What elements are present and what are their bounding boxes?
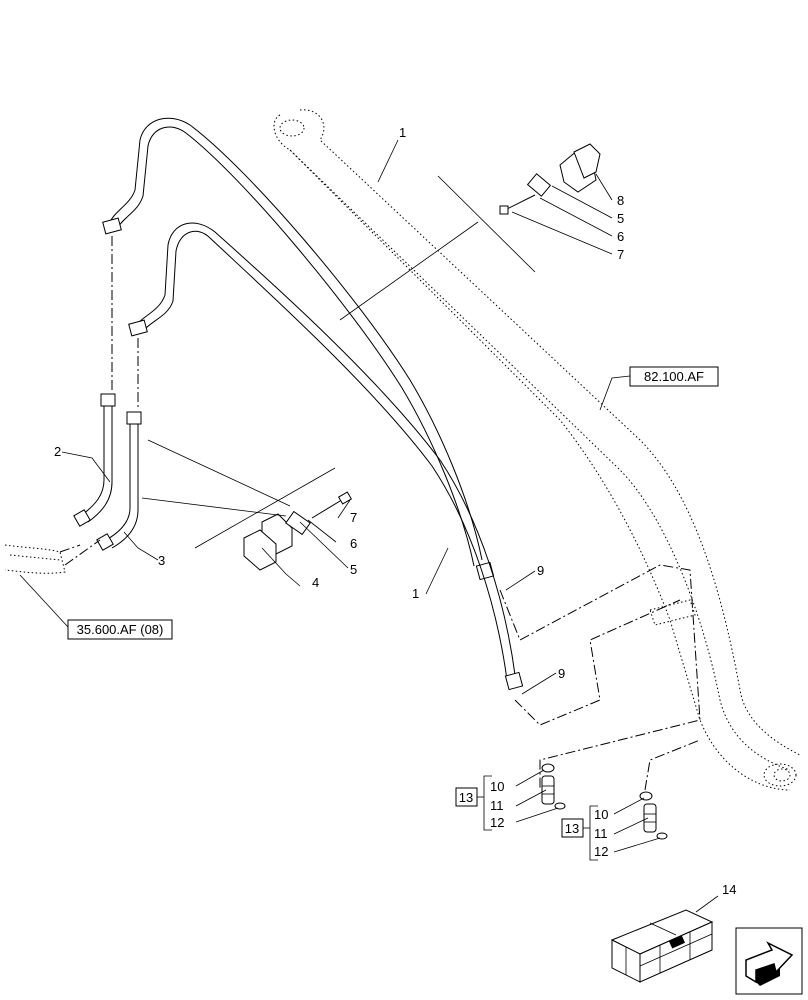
next-page-arrow-icon[interactable] [735, 927, 803, 995]
ref-box-hydraulic[interactable] [629, 366, 719, 387]
connection-lines [111, 236, 701, 791]
callout-3: 3 [158, 553, 165, 568]
callout-10-left: 10 [490, 779, 504, 794]
callout-6-lower: 6 [350, 536, 357, 551]
callout-4: 4 [312, 575, 319, 590]
callout-10-right: 10 [594, 807, 608, 822]
callout-2: 2 [54, 444, 61, 459]
callout-11-right: 11 [594, 826, 608, 841]
bracket-13-right [583, 805, 598, 861]
callout-9-upper: 9 [537, 563, 544, 578]
bracket-13-left [477, 775, 492, 831]
callout-7-lower: 7 [350, 510, 357, 525]
callout-7-upper: 7 [617, 247, 624, 262]
tube-2 [73, 393, 116, 527]
callout-12-right: 12 [594, 844, 608, 859]
callout-6-upper: 6 [617, 229, 624, 244]
coupling-left [541, 763, 566, 810]
ref-box-valve[interactable] [67, 619, 173, 640]
callout-13-right: 13 [565, 821, 579, 836]
kit-crate-icon [610, 909, 714, 983]
callout-11-left: 11 [490, 798, 504, 813]
callout-12-left: 12 [490, 815, 504, 830]
clamp-assembly-upper [339, 143, 601, 321]
coupling-right [639, 791, 668, 840]
tube-3 [96, 411, 142, 551]
kit-box-13-right[interactable] [561, 818, 584, 838]
callout-5-lower: 5 [350, 562, 357, 577]
hose-upper [102, 117, 495, 581]
hose-lower [128, 222, 524, 691]
callout-9-lower: 9 [558, 666, 565, 681]
callout-13-left: 13 [459, 790, 473, 805]
callout-8: 8 [617, 193, 624, 208]
kit-box-13-left[interactable] [455, 787, 478, 807]
ref-label-valve: 35.600.AF (08) [77, 622, 164, 637]
callout-labels: 1 1 2 3 4 5 6 7 8 5 6 7 9 9 10 11 12 10 … [54, 125, 736, 897]
valve-body [4, 539, 101, 574]
callout-14: 14 [722, 882, 736, 897]
callout-5-upper: 5 [617, 211, 624, 226]
ref-label-hydraulic: 82.100.AF [644, 369, 704, 384]
clamp-assembly-lower [141, 439, 353, 571]
boom-arm-outline [273, 109, 801, 791]
callout-1-lower: 1 [412, 586, 419, 601]
callout-1-upper: 1 [399, 125, 406, 140]
leader-lines [19, 139, 719, 913]
